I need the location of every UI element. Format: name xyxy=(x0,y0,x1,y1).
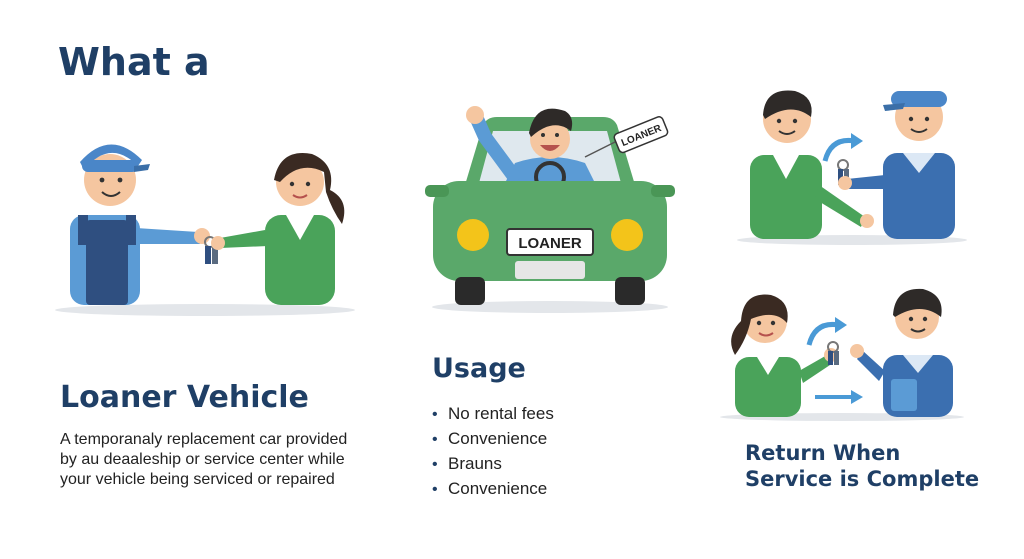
customer-figure xyxy=(750,90,874,239)
key-icon xyxy=(827,341,839,365)
key-handover-illustration xyxy=(55,144,355,316)
loaner-sign: LOANER xyxy=(613,116,669,154)
return-caption-line: Return When xyxy=(745,441,901,465)
return-caption-line: Service is Complete xyxy=(745,467,980,491)
usage-list: No rental fees Convenience Brauns Conven… xyxy=(432,402,554,502)
return-illustration xyxy=(720,288,964,421)
usage-title: Usage xyxy=(432,353,526,384)
definition-text: A temporanaly replacement car provided b… xyxy=(60,430,390,490)
driver-figure xyxy=(466,106,595,193)
mechanic-figure xyxy=(70,144,210,305)
usage-item: No rental fees xyxy=(432,402,554,427)
mechanic-figure xyxy=(850,288,953,417)
loaner-vehicle-title: Loaner Vehicle xyxy=(60,380,309,415)
page-title: What a xyxy=(58,40,210,84)
arrow-icon xyxy=(822,137,856,162)
definition-line: A temporanaly replacement car provided xyxy=(60,431,348,448)
usage-item: Brauns xyxy=(432,452,554,477)
mechanic-figure xyxy=(838,91,955,239)
loaner-car-illustration: LOANER LOANER xyxy=(425,106,675,313)
customer-figure xyxy=(211,153,345,305)
customer-figure xyxy=(731,294,838,417)
return-caption: Return When Service is Complete xyxy=(745,440,979,492)
definition-line: by au deaaleship or service center while xyxy=(60,451,345,468)
usage-item: Convenience xyxy=(432,477,554,502)
key-return-illustration xyxy=(737,90,967,245)
definition-line: your vehicle being serviced or repaired xyxy=(60,471,335,488)
license-plate: LOANER xyxy=(518,235,582,252)
usage-item: Convenience xyxy=(432,427,554,452)
